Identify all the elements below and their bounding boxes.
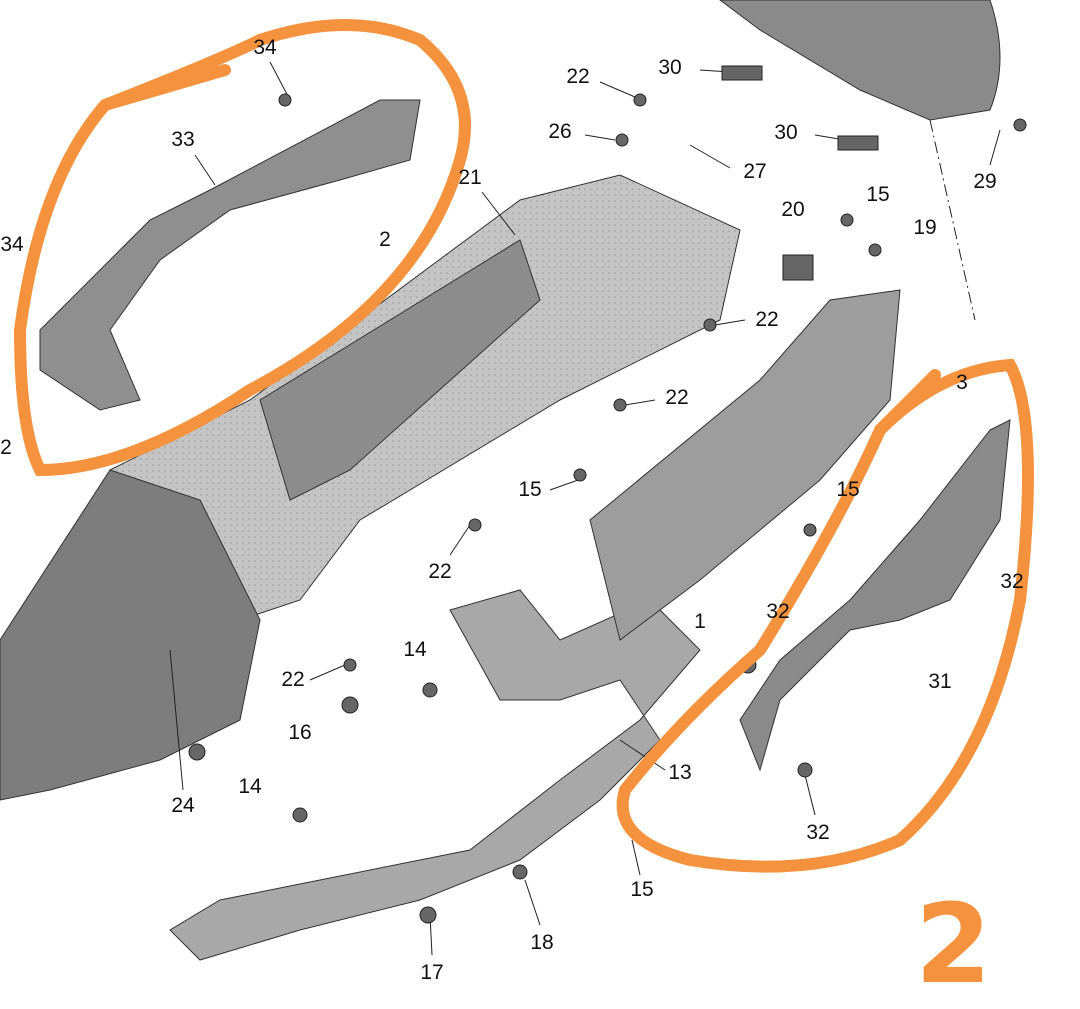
right-frame-part [589,289,901,641]
callout-32b: 32 [806,821,830,844]
callout-17: 17 [420,961,444,984]
callout-16: 16 [288,721,312,744]
callout-13: 13 [668,761,692,784]
highlight-stroke-left [99,64,231,111]
callout-22e: 22 [428,560,452,583]
callout-32: 32 [766,600,790,623]
callout-30: 30 [658,56,682,79]
callout-22c: 22 [755,308,779,331]
highlight-ellipse-right [616,358,1034,873]
handwritten-number: 2 [915,880,992,1008]
left-body-part [0,469,261,801]
callout-3-partial: 3 [956,371,968,394]
callout-18: 18 [530,931,554,954]
callout-31: 31 [928,670,952,693]
callout-22f: 22 [281,668,305,691]
callout-15: 15 [866,183,890,206]
part-13-cover [169,589,701,961]
callout-24: 24 [171,794,195,817]
seat-part [719,0,1001,121]
callout-33: 33 [171,128,195,151]
callout-32-partial: 32 [1000,570,1024,593]
callout-22-partial: 2 [379,228,391,251]
part-33-cover [39,99,421,411]
callout-20: 20 [781,198,805,221]
callout-29: 29 [973,170,997,193]
callout-15c: 15 [836,478,860,501]
callout-21: 21 [458,166,482,189]
callout-19: 19 [913,216,937,239]
highlight-stroke-right [874,369,941,436]
callout-27: 27 [743,160,767,183]
callout-1-partial: 1 [694,610,706,633]
callout-30b: 30 [774,121,798,144]
callout-34: 34 [253,36,277,59]
leader-lines [169,61,1001,956]
callout-14: 14 [403,638,427,661]
callout-22d: 22 [665,386,689,409]
fasteners [188,65,1027,924]
highlight-marks [13,19,1034,873]
callout-14b: 14 [238,775,262,798]
highlight-ellipse-left [13,19,471,477]
callout-34-partial: 34 [0,233,24,256]
callout-22: 22 [566,65,590,88]
callout-26: 26 [548,120,572,143]
callout-2-partial: 2 [0,436,12,459]
part-21-shadow [259,239,541,501]
part-31-cover [739,419,1011,772]
callout-15d: 15 [630,878,654,901]
callout-15b: 15 [518,478,542,501]
